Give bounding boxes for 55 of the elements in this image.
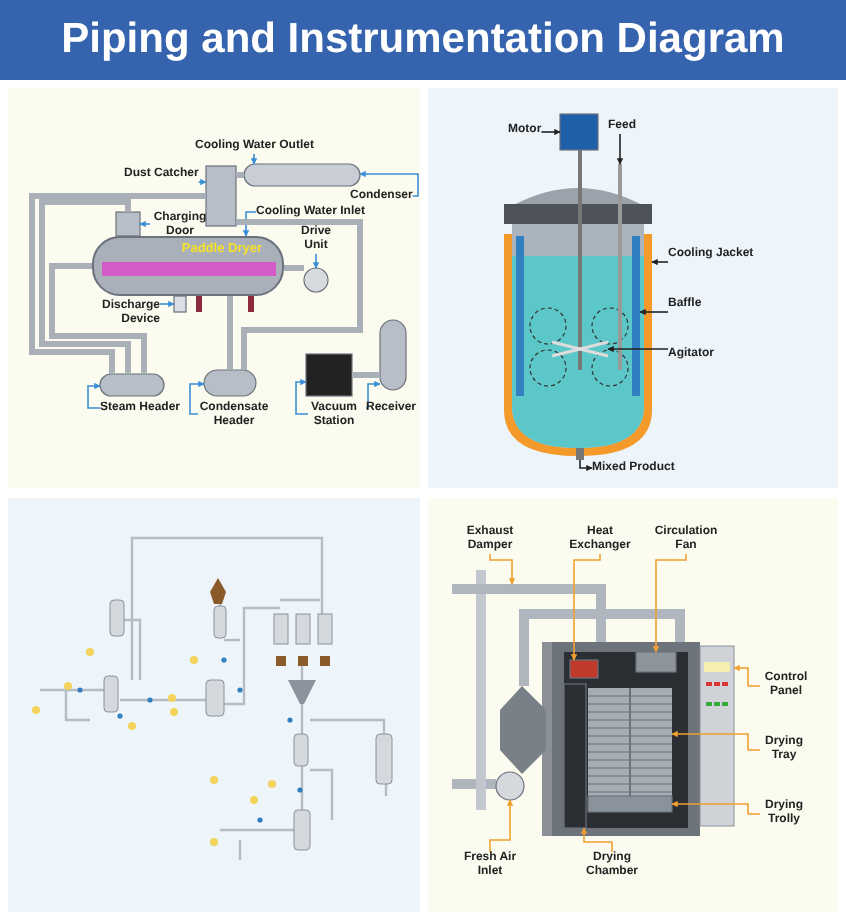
title-banner: Piping and Instrumentation Diagram [0, 0, 846, 80]
leader-line [540, 128, 561, 136]
vacuum-station-unit [305, 353, 353, 397]
pipe [29, 193, 206, 374]
leader-line [651, 258, 669, 266]
leader-line [652, 553, 687, 653]
pipe [236, 172, 244, 178]
leader-line [359, 170, 419, 197]
fresh-air-fan [495, 771, 525, 801]
leader-line [607, 345, 669, 353]
leader-line [733, 664, 761, 687]
motor-unit [559, 113, 599, 151]
pipe [352, 372, 380, 378]
leader-line [671, 800, 761, 815]
tray-stack [587, 687, 673, 797]
pipe [227, 296, 233, 370]
receiver-tank [379, 319, 407, 391]
dust-catcher [205, 165, 237, 227]
control-panel-cabinet [699, 645, 735, 827]
leader-line [189, 380, 205, 415]
circulation-fan-unit [635, 651, 677, 673]
baffle-plate [632, 236, 640, 396]
condensate-header-tank [203, 369, 257, 397]
arrow [579, 459, 593, 472]
condenser-tank [243, 163, 361, 187]
leader-line [139, 220, 151, 228]
leader-line [489, 799, 514, 853]
heat-exchanger-coil [569, 659, 599, 679]
leader-line [616, 133, 624, 165]
pipe [49, 263, 147, 374]
leader-line [639, 308, 669, 316]
charging-door [115, 211, 141, 237]
leader-line [489, 553, 516, 585]
pipe [39, 199, 131, 374]
trolley-base [587, 795, 673, 813]
outlet-pipe [576, 448, 584, 460]
leader-line [242, 211, 257, 237]
leader-line [570, 553, 601, 661]
leader-line [671, 730, 761, 751]
discharge-valve [173, 295, 187, 313]
leader-line [295, 378, 309, 415]
steam-header-tank [99, 373, 165, 397]
cooling-jacket [504, 234, 652, 456]
pipe [236, 219, 363, 370]
leader-line [87, 382, 101, 409]
exhaust-pipe [452, 584, 606, 642]
leader-line [312, 253, 320, 269]
leader-line [159, 300, 175, 308]
pipe [284, 265, 304, 271]
drive-motor [303, 267, 329, 293]
drying-chamber [563, 683, 587, 829]
leader-line [197, 178, 207, 186]
agitator-blades [551, 340, 609, 358]
leader-line [250, 153, 258, 165]
leader-line [580, 827, 613, 853]
